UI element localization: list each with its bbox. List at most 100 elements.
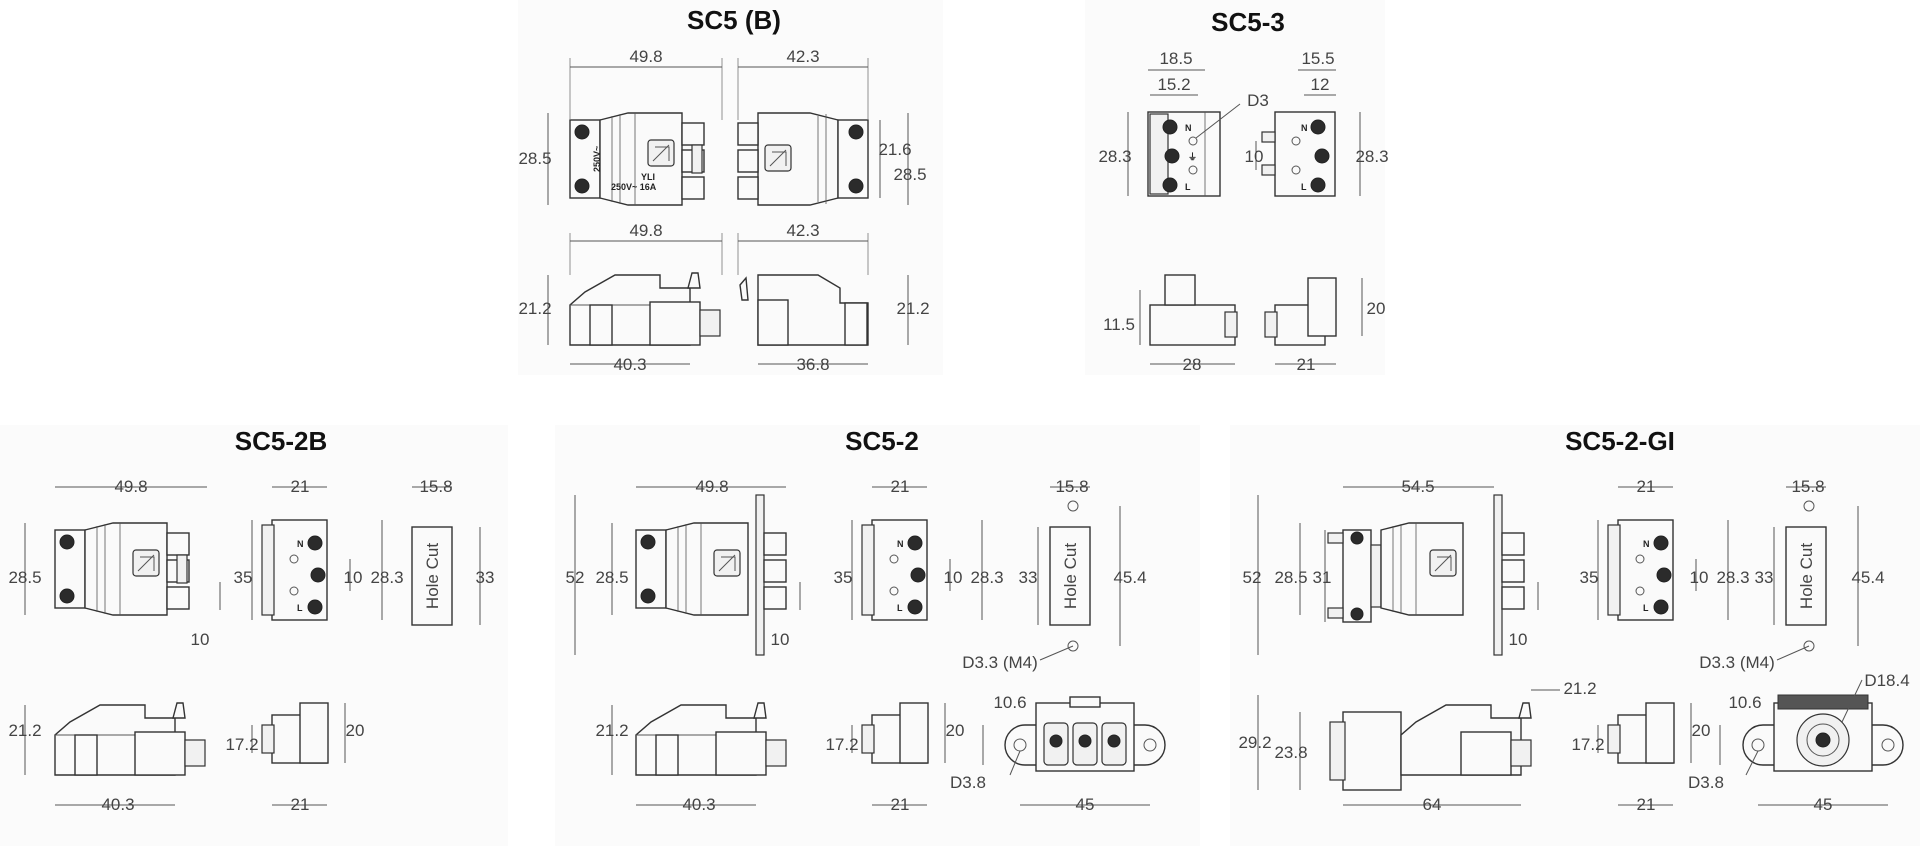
dim-label: 15.2 [1157,75,1190,94]
dim-label: 15.8 [1791,477,1824,496]
terminal-n: N [1301,123,1308,133]
dim-label: 54.5 [1401,477,1434,496]
dim-label: 35 [1580,568,1599,587]
sc5b-dimensions: 49.8 42.3 28.5 21.6 28.5 49.8 42.3 21.2 … [518,47,929,374]
terminal-l: L [1643,603,1649,613]
sc52gi-group: N L Hole Cut [1238,477,1909,814]
dim-label: 21 [891,477,910,496]
dim-label: 23.8 [1274,743,1307,762]
sc52-hole-cut: Hole Cut [1049,500,1091,652]
sc52b-group: N L Hole Cut [8,477,494,814]
svg-text:250V~: 250V~ [592,146,602,172]
dim-label: 21 [1637,795,1656,814]
dim-label: 21.2 [8,721,41,740]
sc53-side-right [1264,277,1337,346]
dim-label: 17.2 [825,735,858,754]
panel-sc52 [555,425,1200,846]
sc52b-side-left [54,702,206,776]
sc52-front-view [635,494,787,656]
sc5b-group: 250V~ [518,47,929,374]
sc53-side-left [1149,274,1238,346]
dim-label: 10 [1690,568,1709,587]
dim-label: 49.8 [695,477,728,496]
title-sc52b: SC5-2B [235,426,327,456]
dim-label: 28.3 [1716,568,1749,587]
dim-label: 21 [891,795,910,814]
dim-label: 10 [191,630,210,649]
dim-label: 45.4 [1113,568,1146,587]
dim-label: 20 [1367,299,1386,318]
dim-label: D3.3 (M4) [1699,653,1775,672]
sc52gi-side-right [1607,702,1675,764]
sc52gi-front-view [1327,494,1525,656]
sc52b-terminal-view: N L [261,519,328,621]
dim-label: 42.3 [786,221,819,240]
dim-label: 28.5 [518,149,551,168]
terminal-n: N [1185,123,1192,133]
dim-label: 40.3 [101,795,134,814]
dim-label: 33 [1755,568,1774,587]
dim-label: 49.8 [114,477,147,496]
dim-label: 33 [476,568,495,587]
dim-label: 52 [566,568,585,587]
dim-label: 15.5 [1301,49,1334,68]
dim-label: 21 [1297,355,1316,374]
dim-label: 35 [834,568,853,587]
sc5b-side-left [569,272,721,346]
dim-label: 21 [1637,477,1656,496]
sc52b-side-right [261,702,329,764]
sc52-group: N L Hole Cut [566,477,1166,814]
dim-label: 64 [1423,795,1442,814]
terminal-n: N [297,539,304,549]
dim-label: 21.2 [896,299,929,318]
dim-label: 28.5 [595,568,628,587]
body-mark: YLI [641,172,655,182]
terminal-l: L [1301,182,1307,192]
dim-label: 35 [234,568,253,587]
dim-label: 20 [346,721,365,740]
dim-label: 21 [291,795,310,814]
title-sc5b: SC5 (B) [687,5,781,35]
dim-label: 28.3 [370,568,403,587]
dim-label: 33 [1019,568,1038,587]
panel-sc52b [0,425,508,846]
dim-label: 28 [1183,355,1202,374]
terminal-l: L [897,603,903,613]
dim-label: 31 [1313,568,1332,587]
sc52-face-plate [1004,696,1166,772]
dim-label: 17.2 [1571,735,1604,754]
title-sc52: SC5-2 [845,426,919,456]
dim-label: 28.3 [1098,147,1131,166]
dim-label: 40.3 [613,355,646,374]
sc52b-front-view [54,522,190,616]
dim-label: 10 [944,568,963,587]
terminal-l: L [297,603,303,613]
dim-label: 21.2 [518,299,551,318]
dim-label: 18.5 [1159,49,1192,68]
dim-label: 10 [1245,147,1264,166]
sc52gi-hole-cut: Hole Cut [1785,500,1827,652]
sc52-dimensions: 49.8 21 15.8 52 28.5 35 10 28.3 33 45.4 … [566,477,1150,814]
dim-label: 28.3 [970,568,1003,587]
dim-label: 21.2 [1563,679,1596,698]
dim-label: 21.2 [595,721,628,740]
dim-label: 52 [1243,568,1262,587]
terminal-n: N [897,539,904,549]
terminal-earth: ⏚ [1188,152,1197,162]
sc52-side-left [635,702,787,776]
dim-label: 45 [1814,795,1833,814]
title-sc53: SC5-3 [1211,7,1285,37]
dim-label: 28.3 [1355,147,1388,166]
dim-label: D3.8 [1688,773,1724,792]
terminal-n: N [1643,539,1650,549]
dim-label: 45.4 [1851,568,1884,587]
dim-label: 45 [1076,795,1095,814]
dim-label: 21.6 [878,140,911,159]
sc52gi-terminal-view: N L [1607,519,1674,621]
dim-label: 28.5 [1274,568,1307,587]
dim-label: 11.5 [1103,315,1135,334]
sc52gi-side-left [1329,702,1532,791]
sc5b-front-view: 250V~ [569,112,705,206]
sc53-group: N L N L [1098,49,1388,374]
dim-label: 21 [291,477,310,496]
